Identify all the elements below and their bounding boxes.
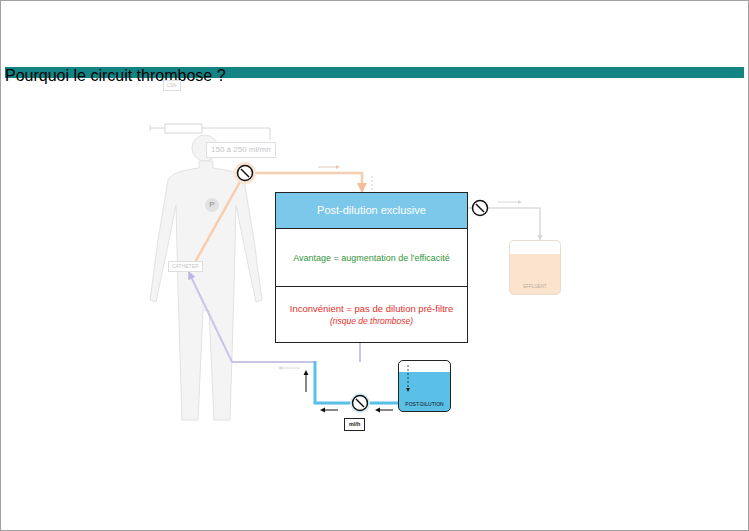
rate-box: ml/h — [344, 418, 365, 431]
flow-arrowhead — [304, 370, 309, 375]
catheter-box: CATHETER — [168, 261, 203, 272]
blood-pump — [234, 162, 256, 184]
flow-rate: 150 à 250 ml/mn — [211, 145, 271, 155]
flow-arrowhead — [518, 200, 522, 204]
title-text: Pourquoi le circuit thrombose ? — [5, 67, 744, 85]
arrowhead — [406, 388, 410, 392]
reinjection-pump — [350, 393, 370, 413]
box-label: LSN — [167, 82, 177, 89]
connectors — [189, 173, 540, 403]
pump-rotor — [476, 204, 484, 212]
flow-arrow — [282, 368, 300, 369]
title-bar: Pourquoi le circuit thrombose ? — [5, 67, 744, 78]
advantage-section: Avantage = augmentation de l'efficacité — [276, 228, 467, 286]
return-line — [359, 343, 361, 362]
flow-arrow — [306, 374, 307, 392]
label-box: LSN — [163, 80, 181, 91]
pump-halo — [350, 393, 370, 413]
flow-arrow — [379, 410, 393, 411]
wire — [202, 128, 270, 140]
flow-arrow — [324, 410, 338, 411]
dashed-line — [408, 365, 409, 389]
wire — [150, 128, 165, 129]
drawback-text: Inconvénient = pas de dilution pré-filtr… — [290, 303, 453, 314]
pump-rotor — [356, 399, 364, 407]
pump-halo — [234, 162, 256, 184]
wire-tick — [150, 125, 151, 131]
post-dilution-bag: POST-DILUTION — [398, 360, 451, 412]
flow-arrowhead — [375, 408, 380, 413]
sensor-label: P — [209, 201, 214, 209]
pump-symbol — [353, 396, 368, 411]
filter-membrane — [372, 176, 373, 192]
pump-symbol — [238, 166, 253, 181]
advantage-text: Avantage = augmentation de l'efficacité — [293, 253, 450, 263]
box-heading: Post-dilution exclusive — [276, 193, 467, 228]
flow-arrowhead — [278, 366, 282, 370]
pump-symbol — [473, 201, 488, 216]
flow-arrowhead — [320, 408, 325, 413]
flow-arrow — [318, 167, 336, 168]
drawback-section: Inconvénient = pas de dilution pré-filtr… — [276, 286, 467, 342]
patient-silhouette — [150, 161, 262, 420]
effluent-pump — [473, 201, 488, 216]
pressure-sensor — [205, 198, 219, 212]
flow-arrow — [498, 202, 518, 203]
box-label: CATHETER — [172, 263, 199, 270]
flow-rate-box: 150 à 250 ml/mn — [206, 142, 276, 158]
bag-label: POST-DILUTION — [405, 401, 443, 407]
rate-unit: ml/h — [349, 421, 360, 428]
syringe-symbol — [165, 124, 202, 133]
info-box: Post-dilution exclusiveAvantage = augmen… — [275, 192, 468, 343]
drawback-text: (risque de thrombose) — [330, 316, 413, 326]
flow-arrowhead — [336, 165, 340, 169]
effluent-bag: EFFLUENT — [509, 240, 561, 295]
pump-rotor — [241, 169, 249, 177]
bag-label: EFFLUENT — [523, 284, 546, 289]
